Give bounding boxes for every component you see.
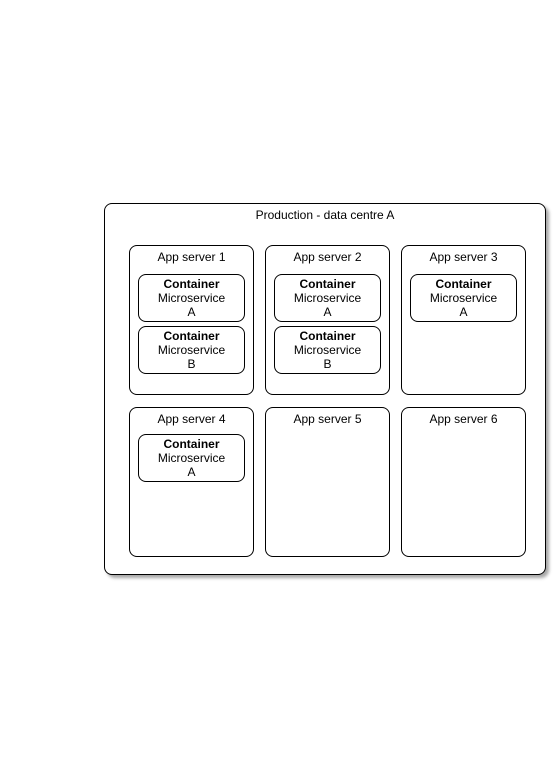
app-server-2: App server 2 Container Microservice A Co…: [265, 245, 390, 395]
container-label: Container: [163, 329, 220, 343]
app-server-3: App server 3 Container Microservice A: [401, 245, 526, 395]
container-microservice-a: Container Microservice A: [410, 274, 517, 322]
container-label: Container: [435, 277, 492, 291]
datacentre-box: Production - data centre A App server 1 …: [104, 203, 546, 575]
app-server-5: App server 5: [265, 407, 390, 557]
container-service: Microservice: [429, 291, 498, 305]
container-service: Microservice: [293, 291, 362, 305]
server-title: App server 2: [293, 250, 362, 264]
container-variant: A: [459, 305, 468, 319]
container-variant: A: [323, 305, 332, 319]
container-microservice-b: Container Microservice B: [138, 326, 245, 374]
container-microservice-a: Container Microservice A: [138, 274, 245, 322]
container-label: Container: [299, 277, 356, 291]
datacentre-title: Production - data centre A: [255, 208, 395, 222]
container-label: Container: [163, 437, 220, 451]
app-server-1: App server 1 Container Microservice A Co…: [129, 245, 254, 395]
app-server-6: App server 6: [401, 407, 526, 557]
container-label: Container: [163, 277, 220, 291]
container-variant: B: [187, 357, 196, 371]
server-title: App server 6: [429, 412, 498, 426]
container-microservice-a: Container Microservice A: [138, 434, 245, 482]
server-title: App server 5: [293, 412, 362, 426]
server-title: App server 1: [157, 250, 226, 264]
container-service: Microservice: [293, 343, 362, 357]
container-microservice-b: Container Microservice B: [274, 326, 381, 374]
container-service: Microservice: [157, 291, 226, 305]
container-variant: A: [187, 465, 196, 479]
app-server-4: App server 4 Container Microservice A: [129, 407, 254, 557]
server-title: App server 4: [157, 412, 226, 426]
container-microservice-a: Container Microservice A: [274, 274, 381, 322]
container-variant: B: [323, 357, 332, 371]
container-label: Container: [299, 329, 356, 343]
container-service: Microservice: [157, 451, 226, 465]
container-service: Microservice: [157, 343, 226, 357]
server-title: App server 3: [429, 250, 498, 264]
container-variant: A: [187, 305, 196, 319]
